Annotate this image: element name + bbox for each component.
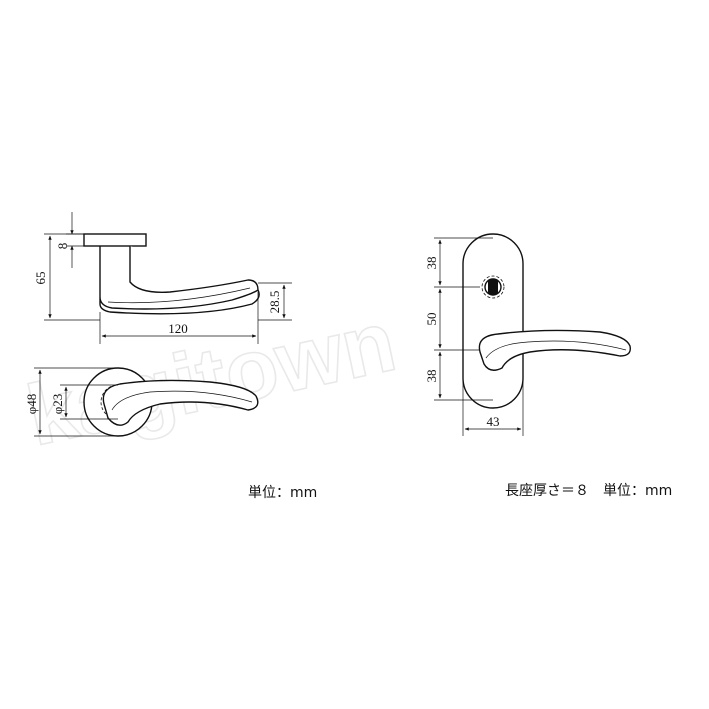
dim-label-65: 65 [33,272,48,285]
dim-label-28-5: 28.5 [267,291,282,314]
dim-label-phi48: φ48 [24,394,39,415]
dim-rose-diameter: φ48 [24,367,118,437]
side-view-lever [83,233,260,315]
dim-label-43: 43 [487,414,500,429]
lever-front-profile [102,379,259,426]
dim-plate-segments: 38 50 38 [424,237,493,401]
dim-plate-width: 43 [462,380,524,436]
lever-front-profile-right [478,329,631,371]
dim-label-38-upper: 38 [424,257,439,270]
dim-spindle-diameter: φ23 [50,384,118,420]
dim-label-50: 50 [424,313,439,326]
thumb-turn-bar [488,279,498,295]
dim-lever-length: 120 [99,292,259,344]
dim-lever-drop: 28.5 [258,282,292,321]
dim-total-height: 65 [33,233,100,321]
plate-front-view [462,233,631,409]
thumb-turn-ring [481,275,505,299]
note-right: 長座厚さ＝８ 単位：mm [505,483,672,499]
watermark-text: kagitown [19,293,404,464]
lever-side-profile [99,246,260,315]
dim-label-8: 8 [55,243,70,250]
unit-note-left: 単位：mm [248,485,317,501]
dim-label-38-lower: 38 [424,370,439,383]
rose-flange [83,233,147,247]
dim-label-120: 120 [168,321,188,336]
dim-rose-thickness: 8 [55,212,84,268]
long-plate [462,233,524,409]
dim-label-phi23: φ23 [50,394,65,415]
